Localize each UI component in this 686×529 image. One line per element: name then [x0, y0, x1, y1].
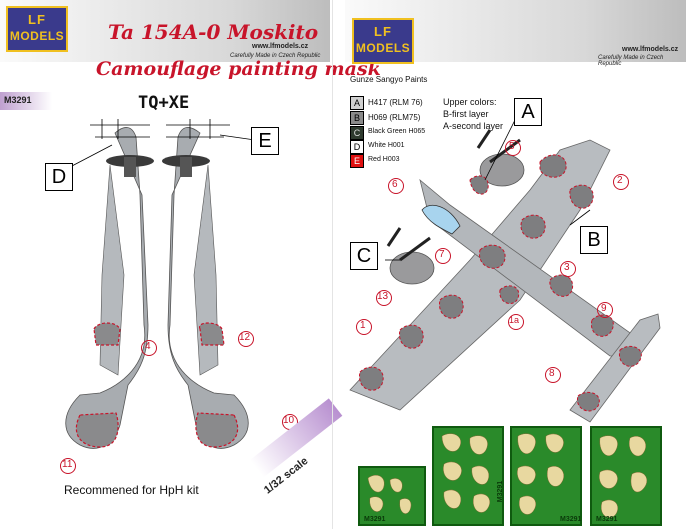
view-label-e: E: [251, 127, 279, 155]
left-title-line1: Ta 154A-0 Moskito: [108, 20, 319, 44]
logo-lf-text: LF: [28, 12, 46, 27]
legend-label-d: White H001: [368, 142, 405, 149]
mask-code-1: M3291: [364, 516, 386, 523]
logo-models-text: MODELS: [355, 41, 411, 55]
mask-cutouts: [517, 433, 564, 515]
callout-2: 2: [617, 175, 623, 186]
view-label-d: D: [45, 163, 73, 191]
mask-cutouts: [599, 435, 648, 518]
callout-6: 6: [392, 179, 398, 190]
aircraft-view-e: [162, 119, 249, 449]
code-ribbon: [0, 92, 52, 110]
view-label-a: A: [514, 98, 542, 126]
callout-4: 4: [145, 341, 151, 352]
callout-11: 11: [62, 459, 73, 470]
callout-5: 5: [509, 141, 515, 152]
mask-code-3: M3291: [560, 516, 582, 523]
legend-swatch-a: A: [350, 96, 364, 110]
right-url: www.lfmodels.cz: [622, 46, 679, 53]
mask-sheet-2: M3291: [432, 426, 504, 526]
callout-3: 3: [564, 262, 570, 273]
registration-code: TQ+XE: [138, 93, 190, 113]
callout-13-circle: [376, 290, 392, 306]
left-side-views-drawing: [65, 119, 263, 449]
callout-8: 8: [549, 368, 555, 379]
mask-sheet-3: M3291: [510, 426, 582, 526]
paints-title: Gunze Sangyo Paints: [350, 75, 428, 84]
top-view-aircraft-drawing: [349, 110, 661, 423]
legend-swatch-b: B: [350, 111, 364, 125]
aircraft-view-d: [65, 119, 154, 449]
callout-9-circle: [597, 302, 613, 318]
right-tagline: Carefully Made in Czech Republic: [598, 55, 664, 67]
view-label-c: C: [350, 242, 378, 270]
callout-13: 13: [377, 291, 389, 302]
callout-12-circle: [238, 331, 254, 347]
legend-swatch-c: C: [350, 126, 364, 140]
legend-label-e: Red H003: [368, 156, 400, 163]
callout-2-circle: [613, 174, 629, 190]
mask-code-4: M3291: [596, 516, 618, 523]
product-code: M3291: [4, 95, 32, 105]
callout-3-circle: [560, 261, 576, 277]
callout-8-circle: [545, 367, 561, 383]
legend-label-c: Black Green H065: [368, 128, 426, 135]
callout-4-circle: [141, 340, 157, 356]
mask-cutouts: [367, 475, 412, 514]
callout-1a-circle: [508, 314, 524, 330]
callout-10: 10: [283, 415, 295, 426]
callout-12: 12: [239, 332, 251, 343]
logo-models-text: MODELS: [9, 29, 65, 43]
left-title-line2: Camouflage painting mask: [96, 58, 381, 80]
callout-6-circle: [388, 178, 404, 194]
callout-7: 7: [439, 249, 445, 260]
left-tagline: Carefully Made in Czech Republic: [230, 53, 321, 59]
callout-5-circle: [505, 140, 521, 156]
left-lf-models-logo: LF MODELS: [6, 6, 68, 52]
legend-swatch-e: E: [350, 154, 364, 168]
upper-colors-label: Upper colors:: [443, 97, 497, 107]
mask-cutouts: [441, 433, 490, 513]
callout-1-circle: [356, 319, 372, 335]
legend-swatch-d: D: [350, 140, 364, 154]
callout-9: 9: [601, 303, 607, 314]
view-label-b: B: [580, 226, 608, 254]
callout-1: 1: [360, 320, 366, 331]
camo-patches: [359, 154, 642, 412]
mask-sheet-4: M3291: [590, 426, 662, 526]
mask-sheet-1: M3291: [358, 466, 426, 526]
left-url: www.lfmodels.cz: [252, 43, 309, 50]
a-second-layer-label: A-second layer: [443, 121, 504, 131]
legend-label-b: H069 (RLM75): [368, 113, 421, 122]
mask-code-2: M3291: [497, 480, 505, 503]
callout-1a: 1a: [509, 315, 520, 325]
legend-label-a: H417 (RLM 76): [368, 98, 423, 107]
callout-11-circle: [60, 458, 76, 474]
callout-7-circle: [435, 248, 451, 264]
panel-divider: [332, 0, 333, 529]
right-lf-models-logo: LF MODELS: [352, 18, 414, 64]
logo-lf-text: LF: [374, 24, 392, 39]
b-first-layer-label: B-first layer: [443, 109, 489, 119]
kit-recommendation: Recommened for HpH kit: [64, 483, 199, 497]
